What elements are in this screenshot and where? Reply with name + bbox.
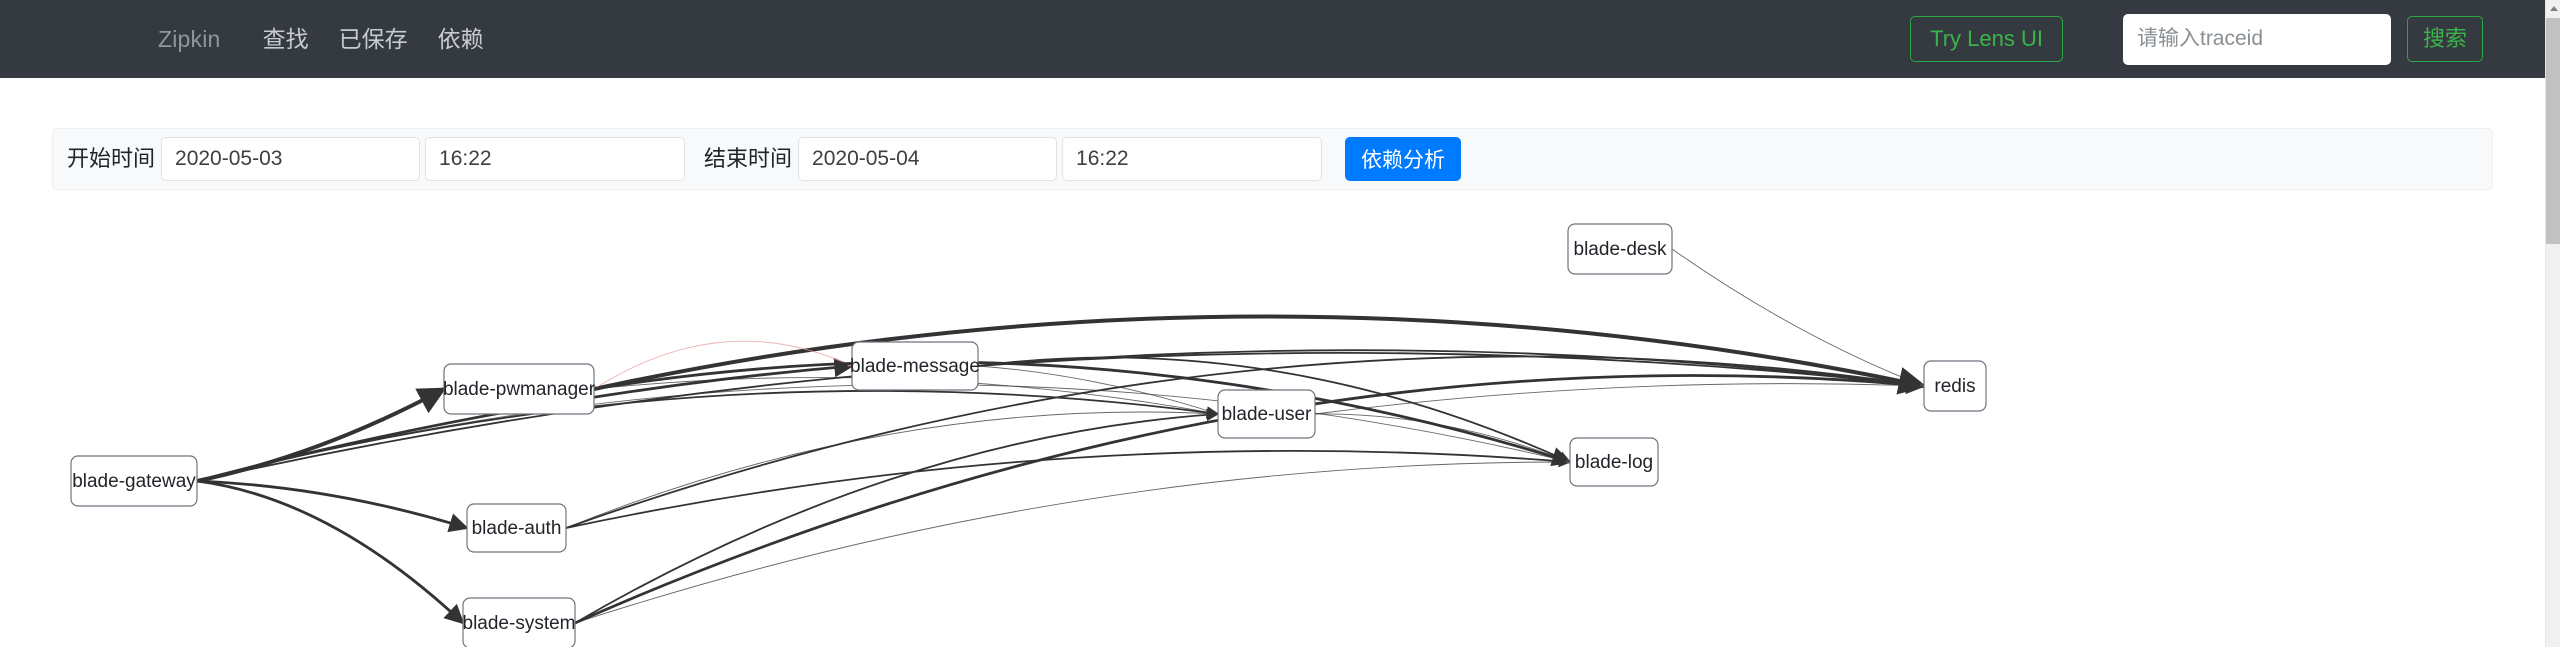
graph-node-box[interactable] bbox=[851, 341, 979, 391]
graph-node-box[interactable] bbox=[1567, 223, 1673, 275]
graph-node-label: blade-desk bbox=[1574, 239, 1667, 260]
graph-edge bbox=[196, 479, 465, 625]
graph-edge bbox=[593, 314, 1927, 395]
dependency-graph-area[interactable]: blade-desk blade-message redis blade-pwmana… bbox=[0, 190, 2545, 647]
graph-node-box[interactable] bbox=[466, 503, 567, 553]
graph-edge bbox=[574, 459, 1571, 624]
graph-edge bbox=[565, 411, 1219, 529]
start-date-input[interactable] bbox=[161, 137, 421, 181]
graph-node-label: blade-auth bbox=[472, 518, 562, 539]
try-lens-ui-button[interactable]: Try Lens UI bbox=[1910, 16, 2063, 62]
nav-item-dependencies[interactable]: 依赖 bbox=[437, 25, 484, 52]
traceid-search-input[interactable] bbox=[2122, 13, 2391, 65]
graph-node-redis[interactable]: redis bbox=[1923, 360, 1987, 412]
graph-edge bbox=[196, 390, 1220, 482]
graph-node-blade-log[interactable]: blade-log bbox=[1569, 437, 1659, 487]
brand-zipkin[interactable]: Zipkin bbox=[158, 25, 221, 52]
end-time-label: 结束时间 bbox=[704, 146, 793, 171]
graph-edge bbox=[196, 479, 469, 533]
graph-node-label: redis bbox=[1934, 376, 1975, 397]
nav-right-group: Try Lens UI 搜索 bbox=[1910, 0, 2545, 78]
graph-edge bbox=[1314, 413, 1571, 463]
graph-node-box[interactable] bbox=[1569, 437, 1659, 487]
graph-edge bbox=[977, 356, 1572, 464]
graph-node-box[interactable] bbox=[70, 455, 198, 507]
graph-edge bbox=[977, 349, 1926, 391]
dependency-analyze-button[interactable]: 依赖分析 bbox=[1345, 137, 1462, 181]
vertical-scrollbar[interactable] bbox=[2545, 0, 2560, 647]
scrollbar-thumb[interactable] bbox=[2546, 18, 2560, 244]
nav-left-group: Zipkin 查找 已保存 依赖 bbox=[0, 25, 484, 52]
end-date-input[interactable] bbox=[798, 137, 1058, 181]
graph-edge bbox=[565, 449, 1572, 529]
end-time-input[interactable] bbox=[1062, 137, 1323, 181]
graph-edge bbox=[196, 387, 447, 483]
search-button[interactable]: 搜索 bbox=[2406, 16, 2483, 62]
graph-node-blade-user[interactable]: blade-user bbox=[1217, 389, 1316, 439]
graph-edge bbox=[593, 340, 853, 390]
nav-item-find[interactable]: 查找 bbox=[262, 25, 309, 52]
graph-edge bbox=[1314, 383, 1925, 415]
scroll-up-arrow-icon[interactable] bbox=[2546, 0, 2560, 17]
graph-node-label: blade-system bbox=[463, 613, 576, 634]
start-time-input[interactable] bbox=[425, 137, 686, 181]
filter-bar-background bbox=[0, 78, 2545, 130]
graph-node-blade-system[interactable]: blade-system bbox=[462, 597, 576, 647]
graph-node-label: blade-pwmanager bbox=[443, 379, 596, 400]
graph-edge-layer bbox=[196, 248, 1927, 625]
graph-edge bbox=[565, 355, 1926, 529]
start-time-label: 开始时间 bbox=[67, 146, 156, 171]
graph-node-label: blade-gateway bbox=[72, 471, 196, 492]
graph-node-blade-pwmanager[interactable]: blade-pwmanager bbox=[443, 363, 596, 415]
dependency-graph-svg[interactable]: blade-desk blade-message redis blade-pwmana… bbox=[0, 190, 2545, 647]
graph-node-label: blade-user bbox=[1222, 404, 1312, 425]
graph-node-blade-message[interactable]: blade-message bbox=[850, 341, 980, 391]
time-filter-bar: 开始时间 结束时间 依赖分析 bbox=[52, 128, 2493, 190]
graph-node-blade-auth[interactable]: blade-auth bbox=[466, 503, 567, 553]
graph-edge bbox=[574, 408, 1220, 624]
graph-node-blade-desk[interactable]: blade-desk bbox=[1567, 223, 1673, 275]
graph-node-box[interactable] bbox=[1217, 389, 1316, 439]
graph-node-blade-gateway[interactable]: blade-gateway bbox=[70, 455, 198, 507]
graph-edge bbox=[1671, 248, 1925, 387]
graph-node-box[interactable] bbox=[1923, 360, 1987, 412]
graph-node-layer: blade-desk blade-message redis blade-pwmana… bbox=[70, 223, 1987, 647]
graph-node-box[interactable] bbox=[443, 363, 595, 415]
triangle-up-icon bbox=[2549, 6, 2558, 11]
graph-node-label: blade-log bbox=[1575, 452, 1653, 473]
graph-node-box[interactable] bbox=[462, 597, 576, 647]
graph-node-label: blade-message bbox=[850, 356, 980, 377]
nav-item-saved[interactable]: 已保存 bbox=[338, 25, 408, 52]
top-navbar: Zipkin 查找 已保存 依赖 Try Lens UI 搜索 bbox=[0, 0, 2545, 78]
graph-edge bbox=[977, 365, 1219, 415]
